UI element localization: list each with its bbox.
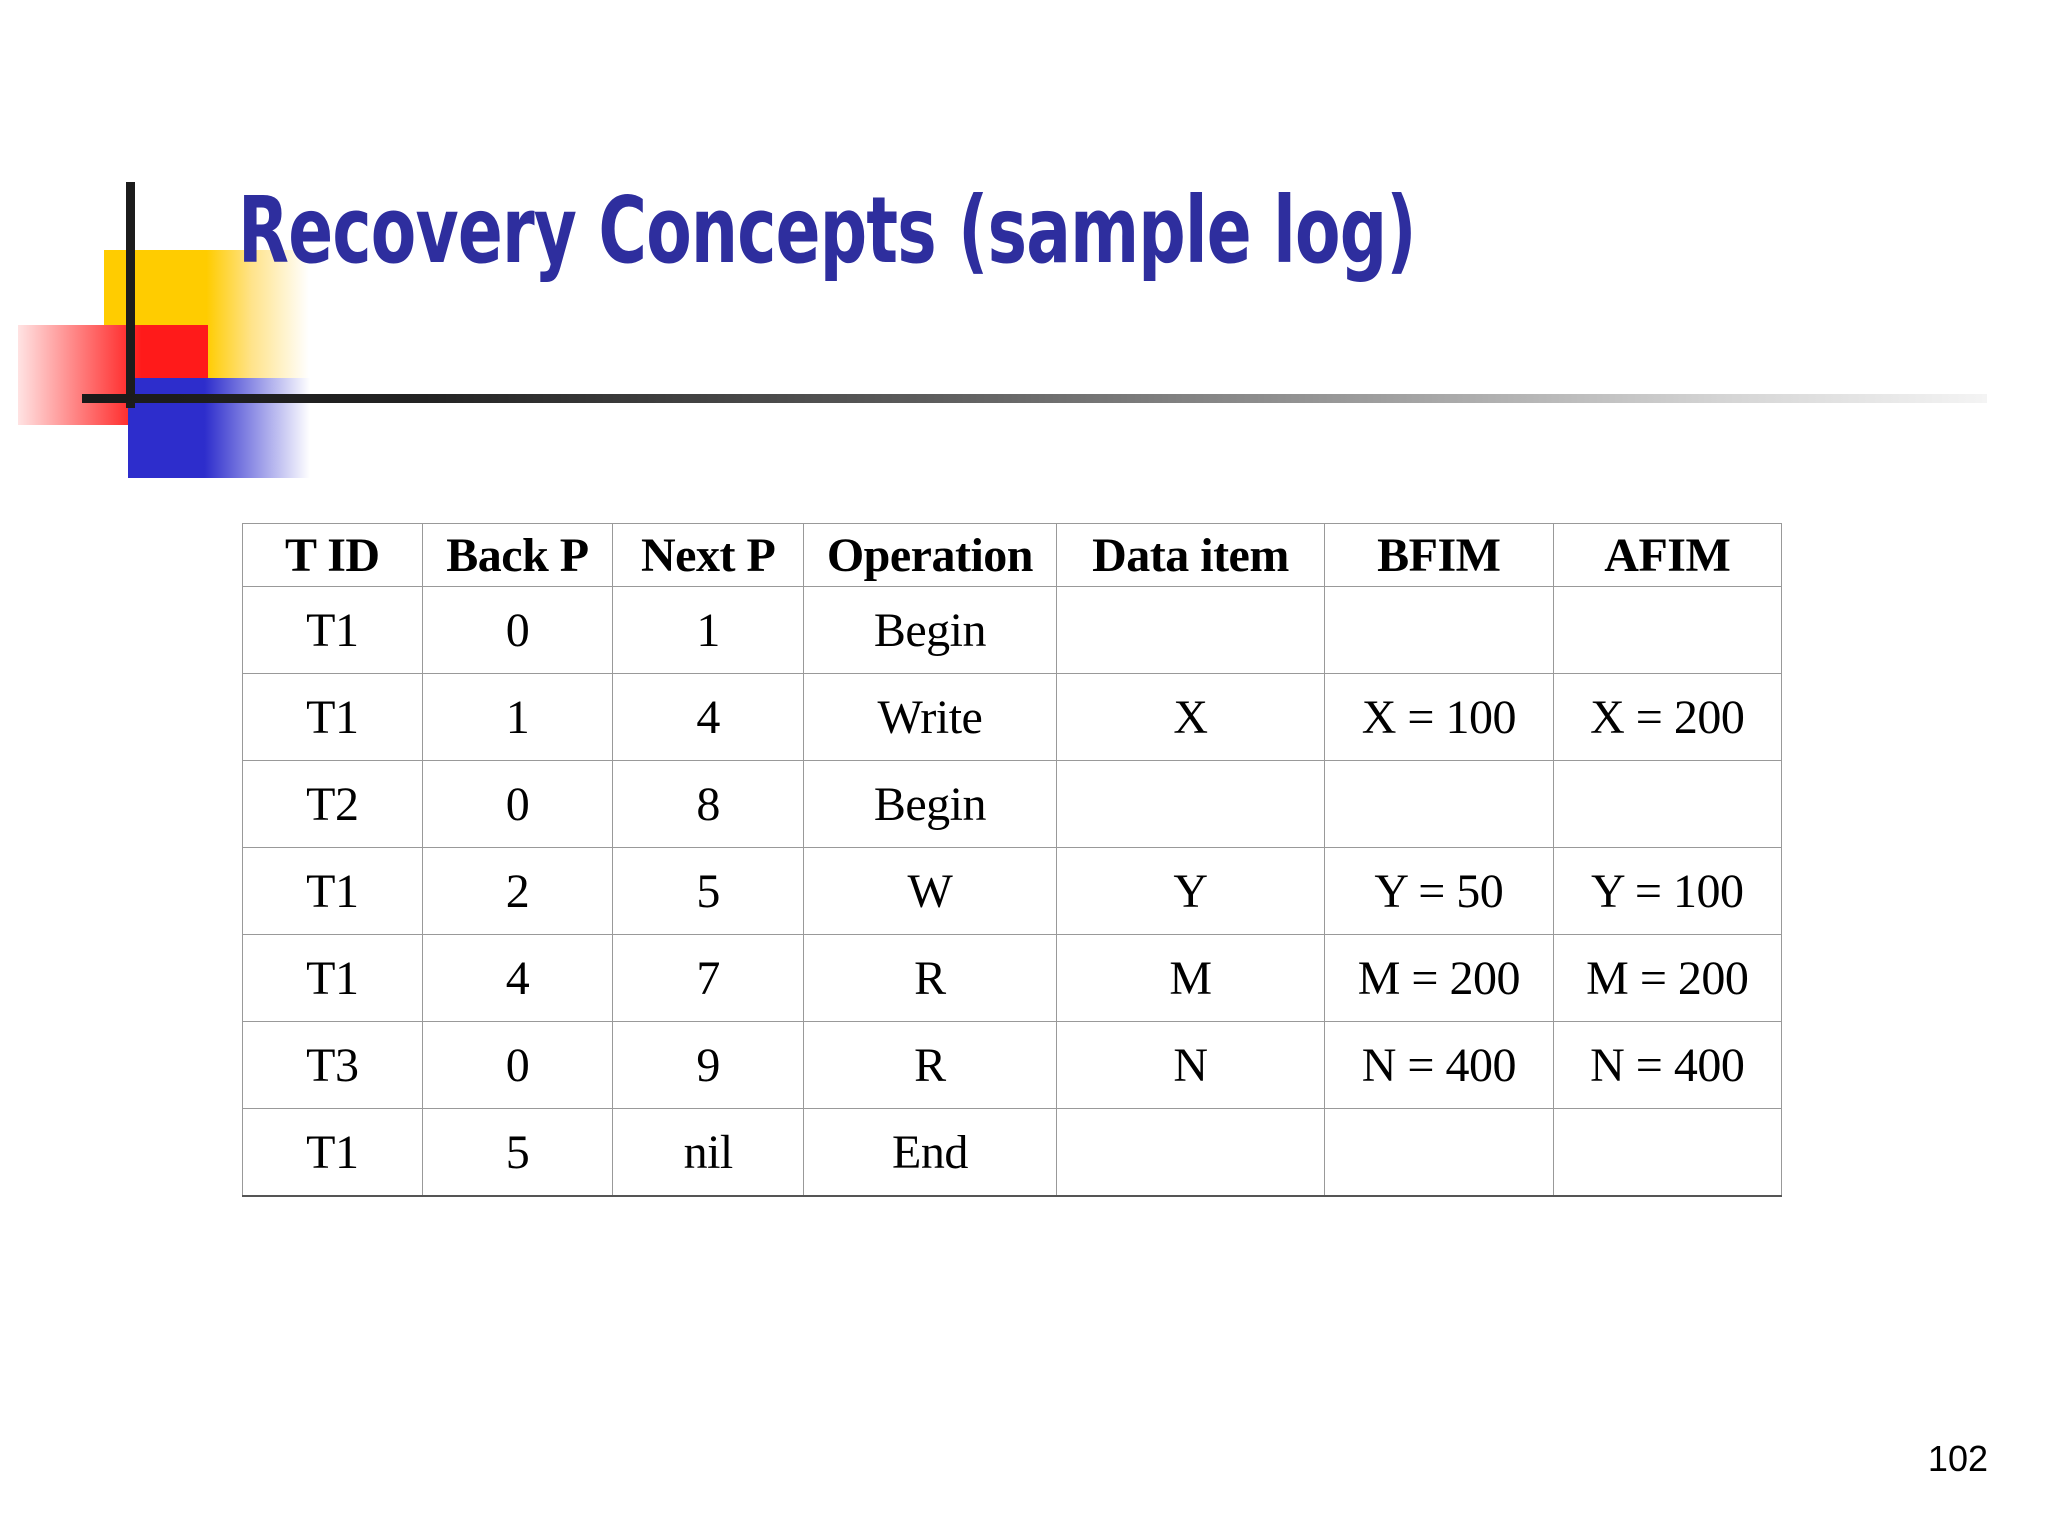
- cell-data-item: N: [1055, 1021, 1326, 1109]
- table-header-row: T ID Back P Next P Operation Data item B…: [242, 523, 1783, 587]
- column-header-data-item: Data item: [1055, 523, 1326, 587]
- cell-tid: T2: [242, 760, 423, 848]
- title-divider: [82, 394, 1987, 403]
- cell-back-p: 4: [421, 934, 614, 1022]
- logo-blue-square: [128, 378, 310, 478]
- cell-back-p: 1: [421, 673, 614, 761]
- page-title: Recovery Concepts (sample log): [238, 177, 1417, 284]
- cell-tid: T1: [242, 673, 423, 761]
- column-header-back-p: Back P: [421, 523, 614, 587]
- cell-afim: [1552, 760, 1783, 848]
- table-row: T1 0 1 Begin: [242, 586, 1783, 674]
- table-row: T1 1 4 Write X X = 100 X = 200: [242, 673, 1783, 761]
- cell-data-item: Y: [1055, 847, 1326, 935]
- cell-back-p: 0: [421, 1021, 614, 1109]
- table-row: T1 4 7 R M M = 200 M = 200: [242, 934, 1783, 1022]
- table-row: T2 0 8 Begin: [242, 760, 1783, 848]
- table-row: T1 5 nil End: [242, 1108, 1783, 1197]
- cell-back-p: 0: [421, 760, 614, 848]
- cell-next-p: 9: [612, 1021, 805, 1109]
- cell-data-item: X: [1055, 673, 1326, 761]
- cell-tid: T1: [242, 1108, 423, 1197]
- cell-operation: Write: [803, 673, 1057, 761]
- cell-back-p: 5: [421, 1108, 614, 1197]
- cell-tid: T1: [242, 586, 423, 674]
- cell-data-item: [1055, 1108, 1326, 1197]
- cell-tid: T3: [242, 1021, 423, 1109]
- cell-afim: Y = 100: [1552, 847, 1783, 935]
- cell-next-p: 5: [612, 847, 805, 935]
- column-header-afim: AFIM: [1552, 523, 1783, 587]
- column-header-bfim: BFIM: [1324, 523, 1554, 587]
- column-header-operation: Operation: [803, 523, 1057, 587]
- cell-tid: T1: [242, 934, 423, 1022]
- cell-bfim: [1324, 586, 1554, 674]
- cell-operation: R: [803, 934, 1057, 1022]
- column-header-next-p: Next P: [612, 523, 805, 587]
- cell-back-p: 2: [421, 847, 614, 935]
- cell-bfim: [1324, 760, 1554, 848]
- cell-afim: N = 400: [1552, 1021, 1783, 1109]
- cell-next-p: 7: [612, 934, 805, 1022]
- cell-next-p: nil: [612, 1108, 805, 1197]
- cell-afim: X = 200: [1552, 673, 1783, 761]
- cell-afim: [1552, 1108, 1783, 1197]
- cell-data-item: M: [1055, 934, 1326, 1022]
- column-header-tid: T ID: [242, 523, 423, 587]
- cell-next-p: 1: [612, 586, 805, 674]
- cell-bfim: Y = 50: [1324, 847, 1554, 935]
- cell-next-p: 4: [612, 673, 805, 761]
- cell-bfim: [1324, 1108, 1554, 1197]
- cell-next-p: 8: [612, 760, 805, 848]
- cell-bfim: M = 200: [1324, 934, 1554, 1022]
- cell-data-item: [1055, 586, 1326, 674]
- cell-tid: T1: [242, 847, 423, 935]
- cell-bfim: X = 100: [1324, 673, 1554, 761]
- cell-afim: M = 200: [1552, 934, 1783, 1022]
- cell-operation: R: [803, 1021, 1057, 1109]
- logo-vertical-line: [126, 182, 135, 408]
- recovery-log-table: T ID Back P Next P Operation Data item B…: [242, 523, 1783, 1197]
- cell-operation: Begin: [803, 586, 1057, 674]
- cell-data-item: [1055, 760, 1326, 848]
- cell-operation: End: [803, 1108, 1057, 1197]
- cell-operation: W: [803, 847, 1057, 935]
- table-row: T3 0 9 R N N = 400 N = 400: [242, 1021, 1783, 1109]
- cell-afim: [1552, 586, 1783, 674]
- cell-bfim: N = 400: [1324, 1021, 1554, 1109]
- cell-back-p: 0: [421, 586, 614, 674]
- table-row: T1 2 5 W Y Y = 50 Y = 100: [242, 847, 1783, 935]
- page-number: 102: [1927, 1438, 1988, 1479]
- cell-operation: Begin: [803, 760, 1057, 848]
